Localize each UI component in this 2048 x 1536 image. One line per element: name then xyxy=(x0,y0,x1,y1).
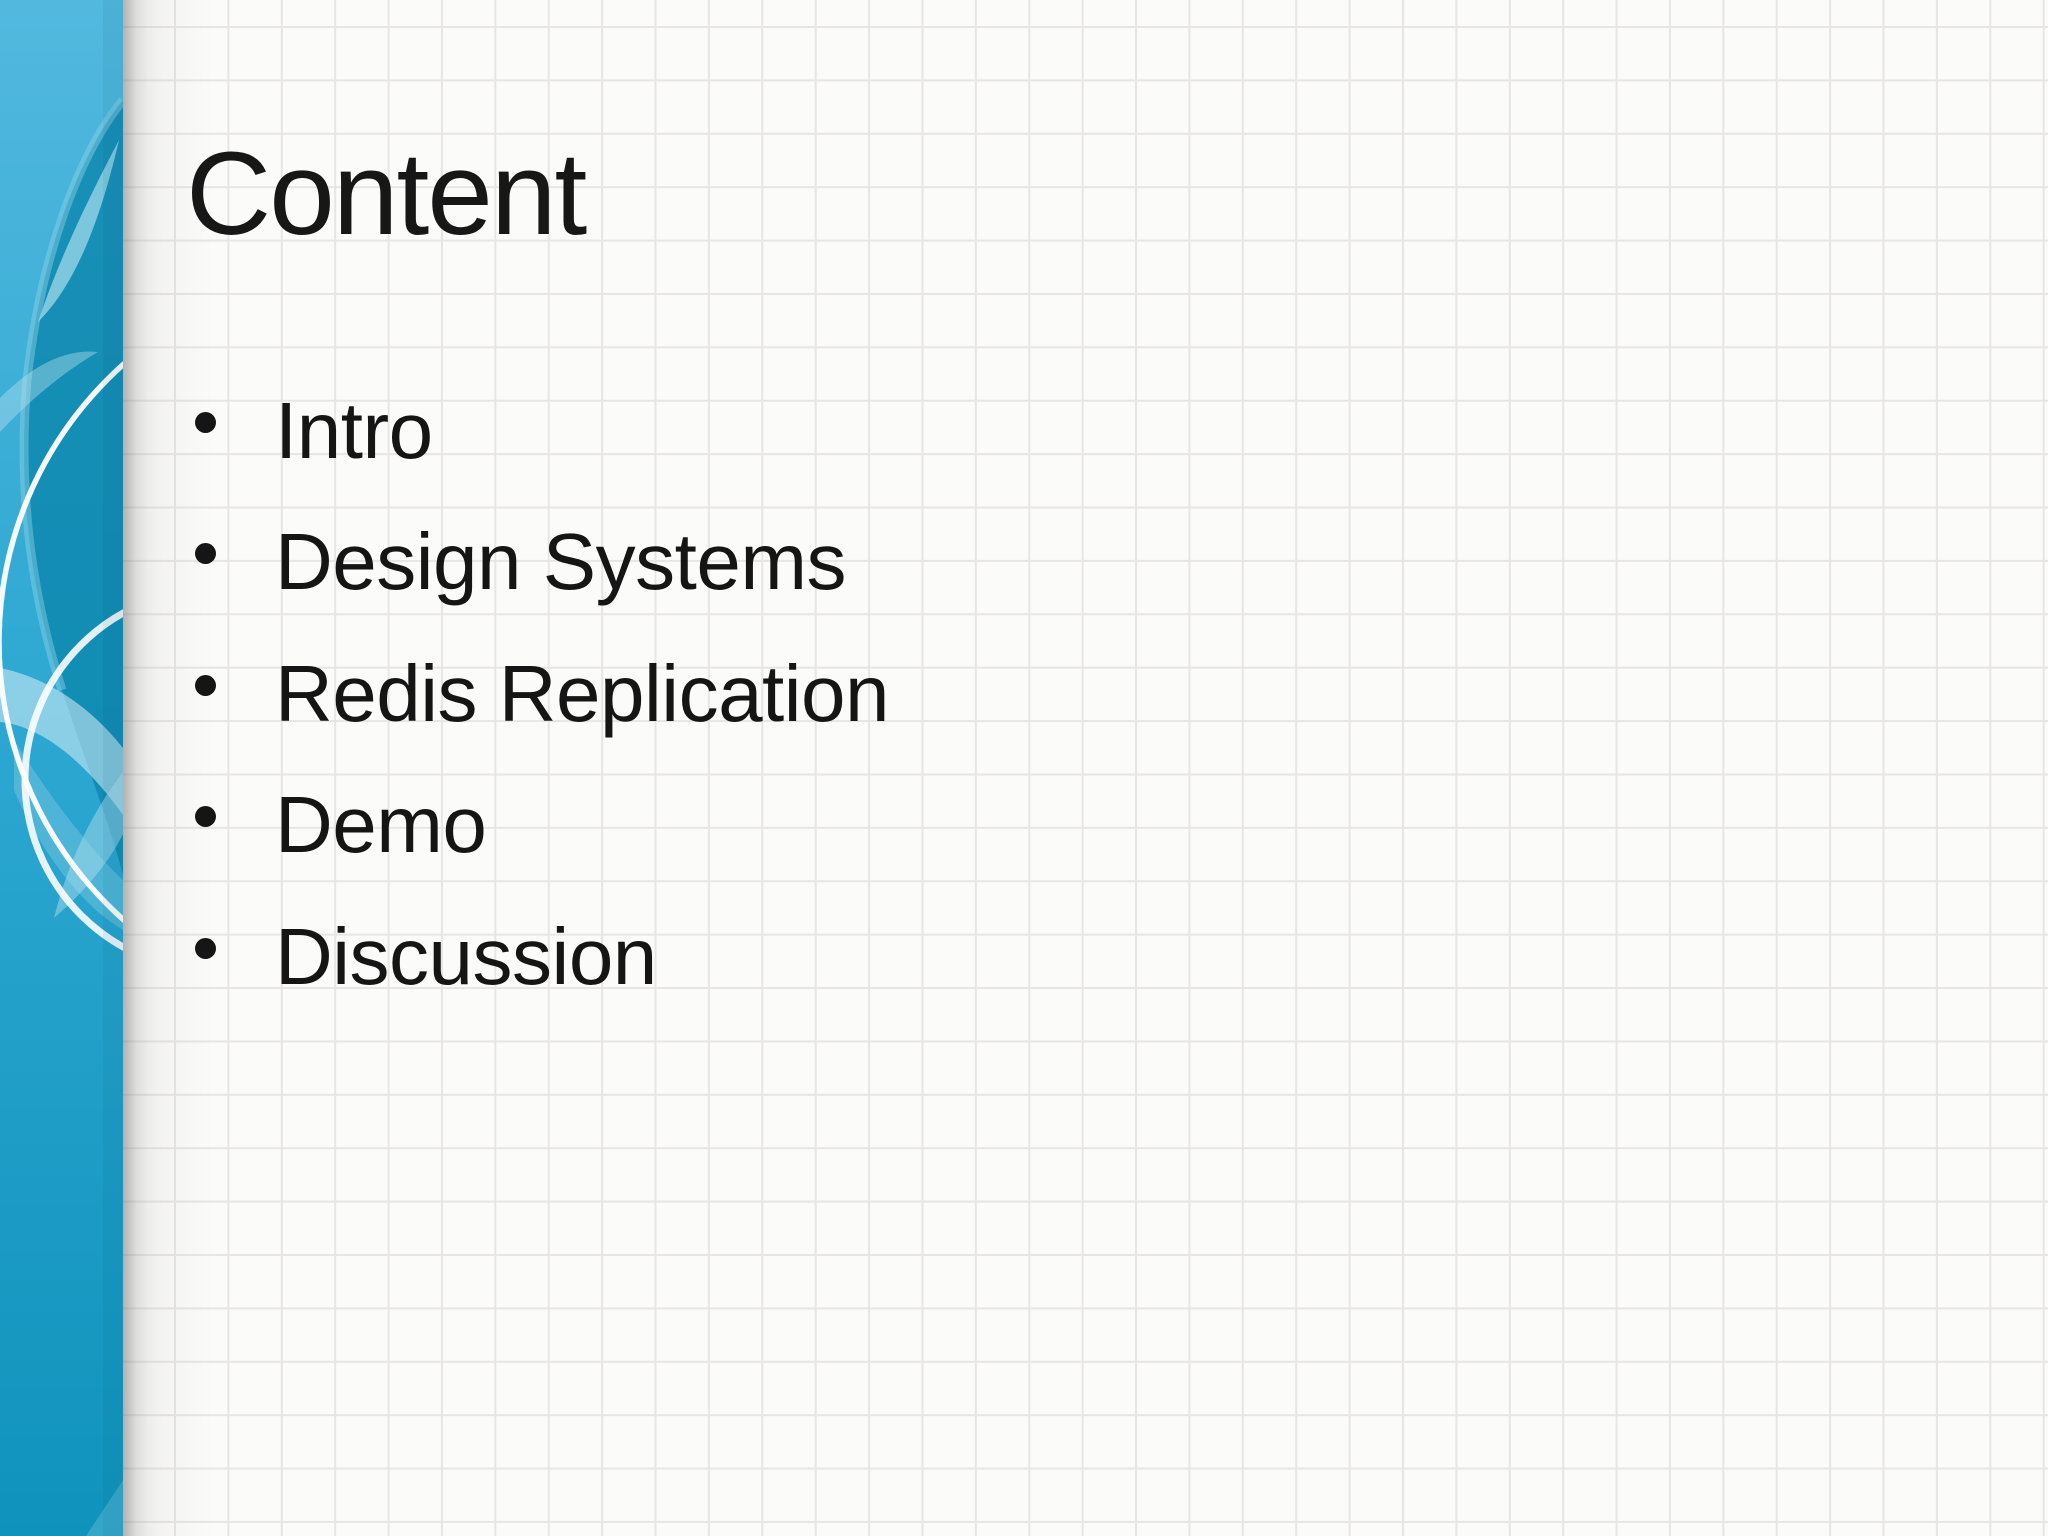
bullet-text: Redis Replication xyxy=(275,648,890,738)
grid-paper-background xyxy=(123,0,2048,1536)
bullet-item: Design Systems xyxy=(195,496,889,627)
bullet-dot-icon xyxy=(195,806,216,828)
bullet-item: Demo xyxy=(195,759,889,890)
bullet-item: Intro xyxy=(195,365,889,496)
bullet-list: Intro Design Systems Redis Replication D… xyxy=(195,365,890,1022)
bullet-dot-icon xyxy=(195,543,216,565)
slide-title: Content xyxy=(186,128,587,260)
bullet-text: Design Systems xyxy=(275,517,846,607)
bullet-text: Discussion xyxy=(275,911,657,1001)
bullet-text: Demo xyxy=(275,780,487,870)
bullet-item: Discussion xyxy=(195,891,889,1022)
bullet-dot-icon xyxy=(195,937,216,959)
sidebar-swirl-graphic xyxy=(0,0,123,1536)
bullet-dot-icon xyxy=(195,674,216,696)
bullet-text: Intro xyxy=(275,386,433,475)
sidebar-accent-panel xyxy=(0,0,123,1536)
bullet-dot-icon xyxy=(195,412,216,433)
bullet-item: Redis Replication xyxy=(195,628,890,759)
